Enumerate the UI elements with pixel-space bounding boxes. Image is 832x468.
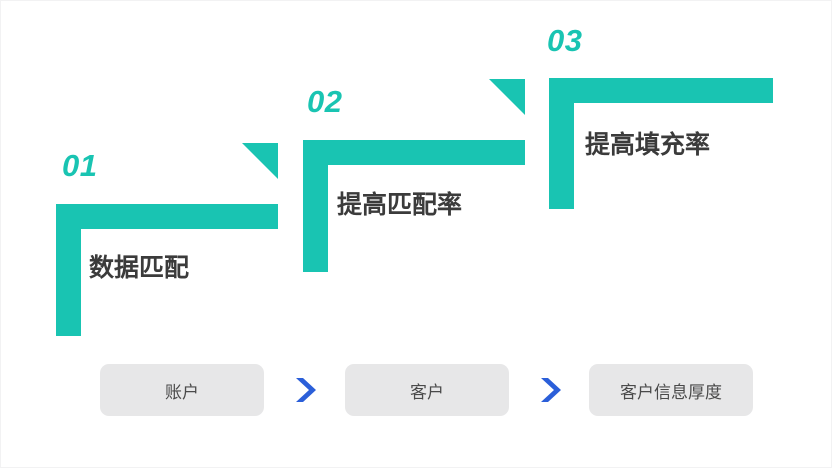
- step-1-bracket-leg: [56, 204, 81, 336]
- flow-chip-2-label: 客户: [410, 382, 444, 402]
- step-3-number: 03: [547, 23, 583, 58]
- step-2-number: 02: [307, 84, 343, 119]
- step-1-number: 01: [62, 148, 98, 183]
- step-1-bracket-arm: [56, 204, 278, 229]
- step-3-bracket-leg: [549, 78, 574, 209]
- step-2: [303, 140, 525, 272]
- step-3: [549, 78, 773, 209]
- step-1-triangle-accent: [242, 143, 278, 179]
- flow-chip-1[interactable]: 账户: [100, 364, 264, 416]
- step-3-bracket-arm: [549, 78, 773, 103]
- step-2-title: 提高匹配率: [337, 191, 463, 219]
- chevron-right-icon-1: [296, 378, 316, 402]
- chevron-right-icon-2: [541, 378, 561, 402]
- flow-chip-2[interactable]: 客户: [345, 364, 509, 416]
- flow-chip-1-label: 账户: [165, 382, 199, 402]
- step-2-triangle-accent: [489, 79, 525, 115]
- flow-chip-3-label: 客户信息厚度: [620, 382, 722, 402]
- step-3-title: 提高填充率: [585, 131, 711, 159]
- step-2-bracket-leg: [303, 140, 328, 272]
- step-2-bracket-arm: [303, 140, 525, 165]
- step-1-title: 数据匹配: [89, 254, 190, 282]
- flow-chip-3[interactable]: 客户信息厚度: [589, 364, 753, 416]
- step-1: [56, 204, 278, 336]
